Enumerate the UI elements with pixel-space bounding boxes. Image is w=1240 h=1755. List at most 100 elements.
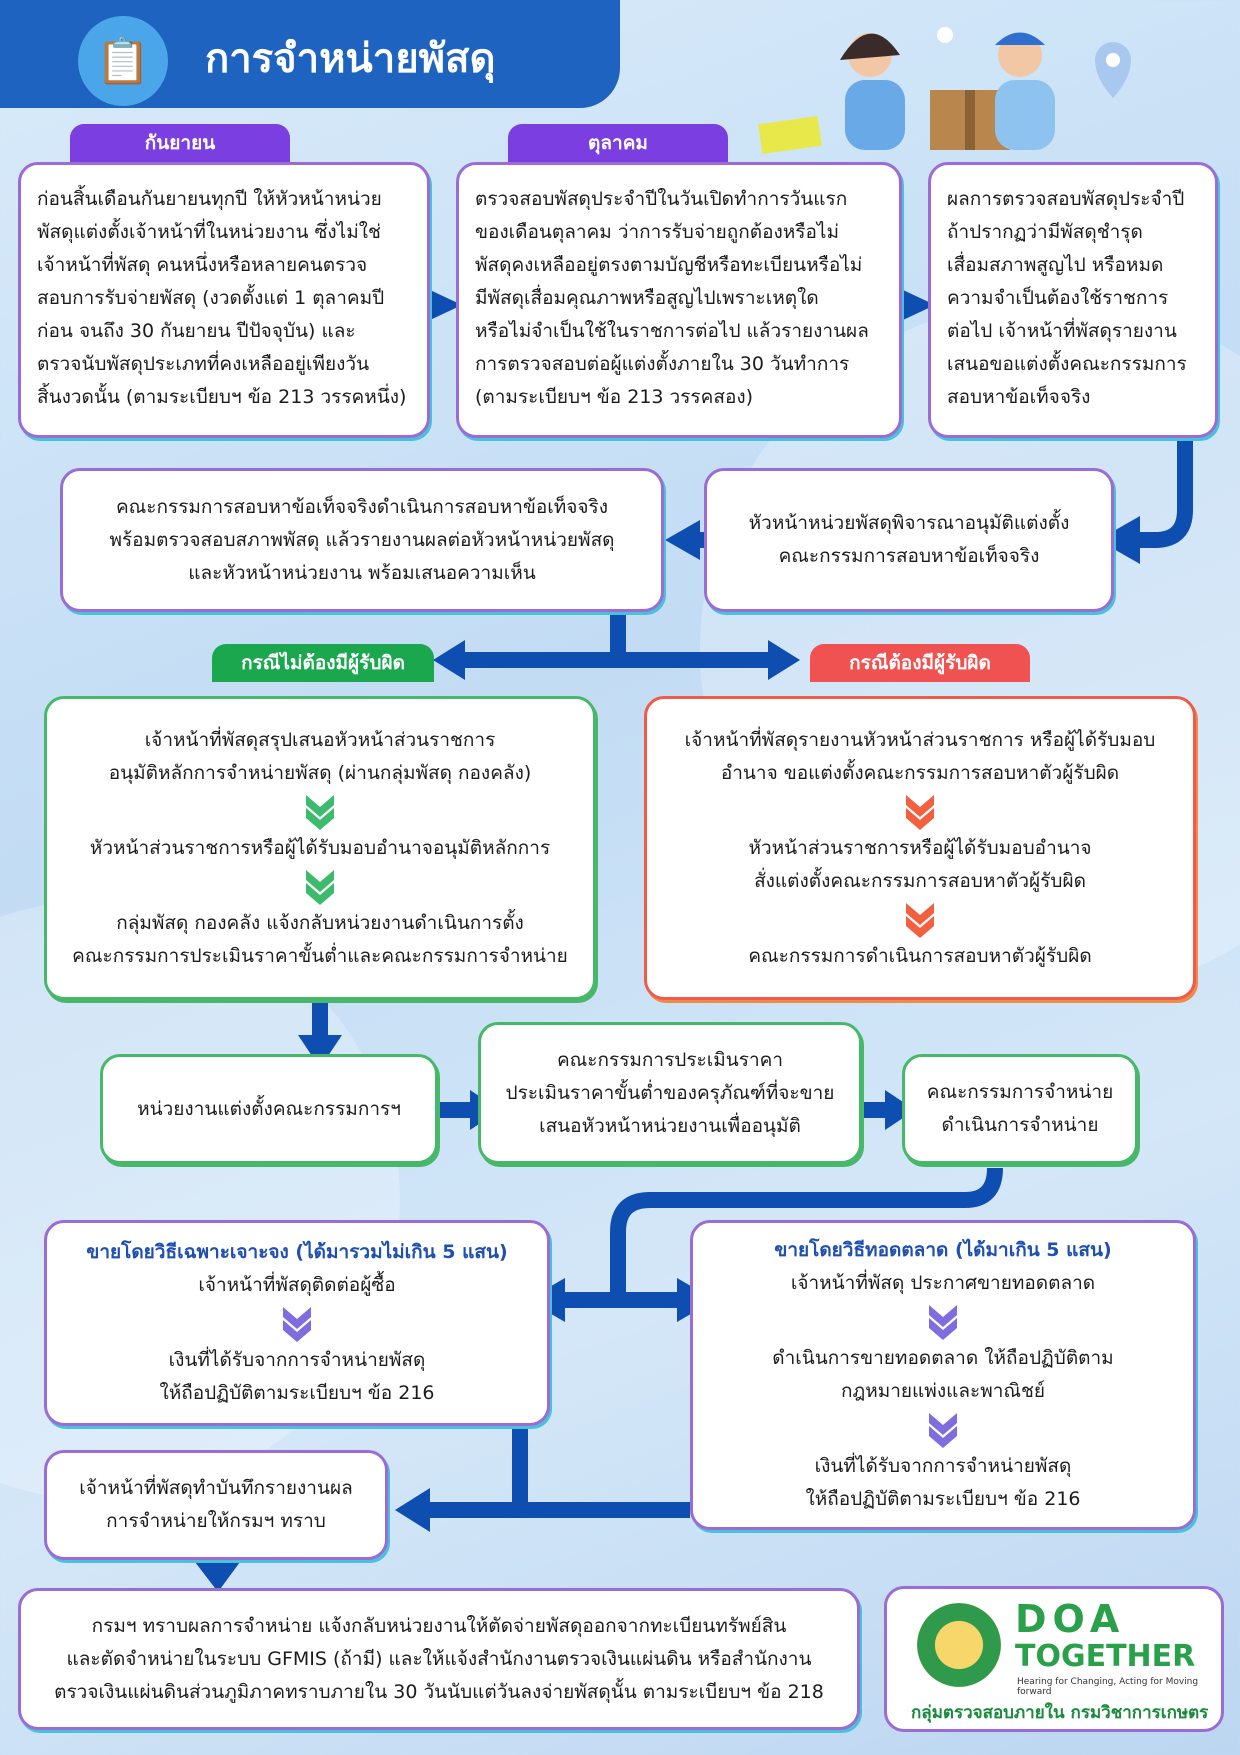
step2-text: ตรวจสอบพัสดุประจำปีในวันเปิดทำการวันแรกข… — [475, 183, 883, 414]
text-line: เจ้าหน้าที่พัสดุทำบันทึกรายงานผล — [79, 1477, 353, 1499]
chevron-down-icon — [306, 869, 334, 905]
liable-step2: หัวหน้าส่วนราชการหรือผู้ได้รับมอบอำนาจสั… — [748, 832, 1091, 898]
chevron-down-icon — [306, 794, 334, 830]
auction-step1: เจ้าหน้าที่พัสดุ ประกาศขายทอดตลาด — [791, 1267, 1095, 1300]
text-line: คณะกรรมการสอบหาข้อเท็จจริง — [778, 545, 1040, 567]
text-line: คณะกรรมการจำหน่าย — [926, 1081, 1114, 1103]
chevron-down-icon — [906, 902, 934, 938]
text-line: ผลการตรวจสอบพัสดุประจำปี — [947, 188, 1185, 210]
text-line: คณะกรรมการประเมินราคาขั้นต่ำและคณะกรรมกา… — [72, 944, 568, 967]
text-line: ความจำเป็นต้องใช้ราชการ — [947, 287, 1169, 309]
report-box: เจ้าหน้าที่พัสดุทำบันทึกรายงานผลการจำหน่… — [44, 1450, 388, 1560]
arrow-left — [433, 640, 465, 680]
text-line: อนุมัติหลักการจำหน่ายพัสดุ (ผ่านกลุ่มพัส… — [108, 761, 532, 784]
text-line: ของเดือนตุลาคม ว่าการรับจ่ายถูกต้องหรือไ… — [475, 221, 840, 243]
liable-step1: เจ้าหน้าที่พัสดุรายงานหัวหน้าส่วนราชการ … — [685, 724, 1156, 790]
appoint-committee-box: หน่วยงานแต่งตั้งคณะกรรมการฯ — [100, 1054, 438, 1164]
liable-box: เจ้าหน้าที่พัสดุรายงานหัวหน้าส่วนราชการ … — [644, 696, 1196, 1000]
specific-step2: เงินที่ได้รับจากการจำหน่ายพัสดุให้ถือปฏิ… — [159, 1344, 434, 1410]
text-line: เสนอหัวหน้าหน่วยงานเพื่ออนุมัติ — [539, 1114, 801, 1137]
liable-step3: คณะกรรมการดำเนินการสอบหาตัวผู้รับผิด — [748, 940, 1091, 973]
text-line: ประเมินราคาขั้นต่ำของครุภัณฑ์ที่จะขาย — [505, 1081, 835, 1104]
text-line: คณะกรรมการสอบหาข้อเท็จจริงดำเนินการสอบหา… — [115, 495, 609, 518]
text-line: เจ้าหน้าที่พัสดุรายงานหัวหน้าส่วนราชการ … — [684, 728, 1156, 751]
text-line: ให้ถือปฏิบัติตามระเบียบฯ ข้อ 216 — [159, 1382, 435, 1404]
text-line: กรมฯ ทราบผลการจำหน่าย แจ้งกลับหน่วยงานให… — [91, 1614, 787, 1637]
text-line: หัวหน้าส่วนราชการหรือผู้ได้รับมอบอำนาจ — [748, 836, 1092, 859]
logo-doa: DOA — [1015, 1597, 1126, 1641]
text-line: เสนอขอแต่งตั้งคณะกรรมการ — [947, 353, 1187, 375]
no-liable-box: เจ้าหน้าที่พัสดุสรุปเสนอหัวหน้าส่วนราชกา… — [44, 696, 596, 1000]
text-line: ตรวจเงินแผ่นดินส่วนภูมิภาคทราบภายใน 30 ว… — [54, 1680, 824, 1703]
text-line: เสื่อมสภาพสูญไป หรือหมด — [947, 254, 1164, 276]
text-line: ต่อไป เจ้าหน้าที่พัสดุรายงาน — [947, 320, 1177, 342]
text-line: และหัวหน้าหน่วยงาน พร้อมเสนอความเห็น — [188, 561, 536, 584]
final-box: กรมฯ ทราบผลการจำหน่าย แจ้งกลับหน่วยงานให… — [18, 1588, 860, 1730]
evaluate-committee-box: คณะกรรมการประเมินราคาประเมินราคาขั้นต่ำข… — [478, 1022, 862, 1164]
text-line: การจำหน่ายให้กรมฯ ทราบ — [106, 1510, 326, 1532]
page-title: การจำหน่ายพัสดุ — [205, 36, 496, 82]
tab-october: ตุลาคม — [508, 124, 728, 162]
text-line: สอบหาข้อเท็จจริง — [947, 386, 1091, 408]
text-line: เจ้าหน้าที่พัสดุ ประกาศขายทอดตลาด — [790, 1272, 1096, 1294]
text-line: สอบการรับจ่ายพัสดุ (งวดตั้งแต่ 1 ตุลาคมป… — [37, 287, 385, 309]
text-line: ก่อนสิ้นเดือนกันยายนทุกปี ให้หัวหน้าหน่ว… — [37, 188, 382, 210]
evaluate-committee-text: คณะกรรมการประเมินราคาประเมินราคาขั้นต่ำข… — [506, 1044, 835, 1143]
step1-box: ก่อนสิ้นเดือนกันยายนทุกปี ให้หัวหน้าหน่ว… — [18, 162, 430, 438]
auction-method-title: ขายโดยวิธีทอดตลาด (ได้มาเกิน 5 แสน) — [774, 1239, 1112, 1261]
chevron-down-icon — [929, 1413, 957, 1448]
step5-box: คณะกรรมการสอบหาข้อเท็จจริงดำเนินการสอบหา… — [60, 468, 664, 612]
chevron-down-icon — [929, 1305, 957, 1340]
text-line: คณะกรรมการประเมินราคา — [556, 1048, 784, 1071]
text-line: ตรวจนับพัสดุประเภทที่คงเหลืออยู่เพียงวัน — [37, 353, 370, 375]
step3-box: ผลการตรวจสอบพัสดุประจำปีถ้าปรากฏว่ามีพัส… — [928, 162, 1218, 438]
text-line: พัสดุแต่งตั้งเจ้าหน้าที่ในหน่วยงาน ซึ่งไ… — [37, 221, 381, 243]
text-line: (ตามระเบียบฯ ข้อ 213 วรรคสอง) — [475, 386, 754, 408]
delivery-illustration — [758, 27, 1131, 155]
text-line: สิ้นงวดนั้น (ตามระเบียบฯ ข้อ 213 วรรคหนึ… — [37, 386, 407, 408]
appoint-committee-text: หน่วยงานแต่งตั้งคณะกรรมการฯ — [137, 1093, 401, 1126]
text-line: เงินที่ได้รับจากการจำหน่ายพัสดุ — [168, 1349, 426, 1371]
step3-text: ผลการตรวจสอบพัสดุประจำปีถ้าปรากฏว่ามีพัส… — [947, 183, 1199, 414]
chevron-down-icon — [906, 794, 934, 830]
text-line: หัวหน้าหน่วยพัสดุพิจารณาอนุมัติแต่งตั้ง — [748, 512, 1070, 534]
text-line: การตรวจสอบต่อผู้แต่งตั้งภายใน 30 วันทำกา… — [475, 353, 850, 375]
text-line: กลุ่มพัสดุ กองคลัง แจ้งกลับหน่วยงานดำเนิ… — [116, 911, 524, 934]
text-line: เจ้าหน้าที่พัสดุติดต่อผู้ซื้อ — [198, 1274, 396, 1296]
text-line: พัสดุคงเหลืออยู่ตรงตามบัญชีหรือทะเบียนหร… — [475, 254, 863, 276]
text-line: ก่อน จนถึง 30 กันยายน ปีปัจจุบัน) และ — [37, 320, 356, 342]
step4-box: หัวหน้าหน่วยพัสดุพิจารณาอนุมัติแต่งตั้งค… — [704, 468, 1114, 612]
step4-text: หัวหน้าหน่วยพัสดุพิจารณาอนุมัติแต่งตั้งค… — [749, 507, 1070, 573]
text-line: ให้ถือปฏิบัติตามระเบียบฯ ข้อ 216 — [805, 1488, 1081, 1510]
doa-together-logo: DOA TOGETHER Hearing for Changing, Actin… — [884, 1586, 1224, 1732]
chevron-down-icon — [283, 1307, 311, 1342]
text-line: หรือไม่จำเป็นใช้ในราชการต่อไป แล้วรายงาน… — [475, 320, 869, 342]
specific-step1: เจ้าหน้าที่พัสดุติดต่อผู้ซื้อ — [198, 1269, 395, 1302]
no-liable-step1: เจ้าหน้าที่พัสดุสรุปเสนอหัวหน้าส่วนราชกา… — [109, 724, 532, 790]
dispose-committee-text: คณะกรรมการจำหน่ายดำเนินการจำหน่าย — [927, 1076, 1113, 1142]
tab-liable: กรณีต้องมีผู้รับผิด — [810, 644, 1030, 682]
specific-method-title: ขายโดยวิธีเฉพาะเจาะจง (ได้มารวมไม่เกิน 5… — [86, 1241, 508, 1263]
text-line: ดำเนินการขายทอดตลาด ให้ถือปฏิบัติตาม — [772, 1347, 1114, 1369]
text-line: เงินที่ได้รับจากการจำหน่ายพัสดุ — [814, 1455, 1072, 1477]
text-line: เจ้าหน้าที่พัสดุ คนหนึ่งหรือหลายคนตรวจ — [37, 254, 368, 276]
text-line: กฎหมายแพ่งและพาณิชย์ — [840, 1380, 1046, 1402]
clipboard-icon: 📋 — [78, 16, 168, 106]
text-line: มีพัสดุเสื่อมคุณภาพหรือสูญไปเพราะเหตุใด — [475, 287, 819, 309]
header-banner: 📋 การจำหน่ายพัสดุ — [0, 0, 620, 108]
department-name: กลุ่มตรวจสอบภายใน กรมวิชาการเกษตร — [911, 1703, 1209, 1723]
logo-together: TOGETHER — [1015, 1639, 1196, 1674]
no-liable-step3: กลุ่มพัสดุ กองคลัง แจ้งกลับหน่วยงานดำเนิ… — [72, 907, 568, 973]
arrow-left — [395, 1488, 430, 1532]
final-text: กรมฯ ทราบผลการจำหน่าย แจ้งกลับหน่วยงานให… — [54, 1610, 824, 1709]
report-text: เจ้าหน้าที่พัสดุทำบันทึกรายงานผลการจำหน่… — [79, 1472, 352, 1538]
text-line: พร้อมตรวจสอบสภาพพัสดุ แล้วรายงานผลต่อหัว… — [109, 528, 615, 551]
step5-text: คณะกรรมการสอบหาข้อเท็จจริงดำเนินการสอบหา… — [109, 491, 614, 590]
text-line: เจ้าหน้าที่พัสดุสรุปเสนอหัวหน้าส่วนราชกา… — [144, 728, 496, 751]
tab-no-liable: กรณีไม่ต้องมีผู้รับผิด — [212, 644, 434, 682]
logo-tagline: Hearing for Changing, Acting for Moving … — [1017, 1677, 1199, 1697]
text-line: และตัดจำหน่ายในระบบ GFMIS (ถ้ามี) และให้… — [66, 1647, 812, 1670]
text-line: อำนาจ ขอแต่งตั้งคณะกรรมการสอบหาตัวผู้รับ… — [720, 761, 1120, 784]
auction-step3: เงินที่ได้รับจากการจำหน่ายพัสดุให้ถือปฏิ… — [805, 1450, 1080, 1516]
text-line: คณะกรรมการดำเนินการสอบหาตัวผู้รับผิด — [748, 944, 1092, 967]
